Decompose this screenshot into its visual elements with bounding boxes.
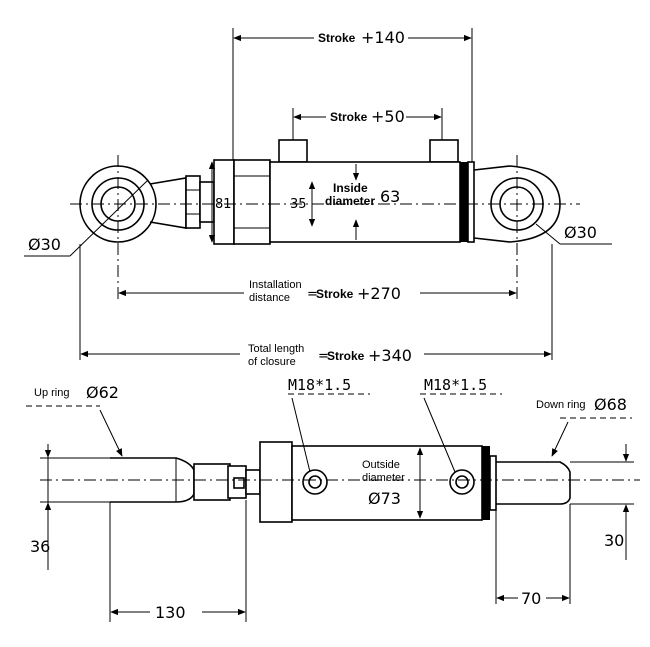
rear-end-band	[460, 162, 468, 242]
total-length-eq: =	[318, 349, 329, 364]
left-rod-nut	[185, 175, 201, 229]
port-boss-left	[278, 139, 308, 163]
dim-35-text: 35	[290, 197, 307, 212]
rear-end-cap	[467, 161, 475, 243]
dim-130-text: 130	[155, 603, 186, 622]
right-eye-diameter: Ø30	[564, 223, 597, 242]
top-view: Stroke +140 Stroke +50	[24, 28, 612, 368]
inside-diameter-value: 63	[380, 187, 400, 206]
stroke-140-value: +140	[361, 28, 405, 47]
port-right-outer	[449, 469, 475, 495]
rear-band-bottom	[482, 446, 490, 520]
up-ring-value: Ø62	[86, 383, 119, 402]
right-eye-leader	[535, 223, 561, 245]
outside-diameter-line1: Outside	[362, 459, 400, 471]
cylinder-barrel	[269, 161, 461, 243]
stroke-50-label: Stroke	[330, 110, 368, 124]
dim-36-text: 36	[30, 537, 50, 556]
left-eye-diameter: Ø30	[28, 235, 61, 254]
cylinder-gland	[233, 159, 271, 245]
port-left-leader	[291, 397, 311, 473]
bottom-view: Up ring Ø62 Down ring Ø68 36	[26, 376, 640, 622]
total-length-line2: of closure	[248, 356, 296, 368]
installation-value: +270	[357, 284, 401, 303]
port-right-thread: M18*1.5	[424, 376, 487, 394]
head-block-bottom	[259, 441, 293, 523]
dim-81-text: 81	[215, 197, 232, 212]
rod-connector	[193, 463, 231, 501]
up-ring-label: Up ring	[34, 387, 69, 399]
up-ring-leader	[99, 409, 123, 457]
port-left-outer	[302, 469, 328, 495]
down-ring-label: Down ring	[536, 399, 586, 411]
outside-diameter-value: Ø73	[368, 489, 401, 508]
stroke-50-value: +50	[371, 107, 405, 126]
rod-nut-face	[233, 477, 245, 489]
port-boss-right	[429, 139, 459, 163]
down-ring-leader	[551, 421, 569, 457]
port-left-thread: M18*1.5	[288, 376, 351, 394]
installation-eq: =	[307, 287, 318, 302]
port-right-inner	[455, 475, 469, 489]
port-left-inner	[308, 475, 322, 489]
dim-70-text: 70	[521, 589, 541, 608]
inside-diameter-line2: diameter	[325, 194, 375, 208]
inside-diameter-line1: Inside	[333, 181, 368, 195]
port-right-leader	[423, 397, 456, 473]
total-length-line1: Total length	[248, 343, 304, 355]
down-ring-value: Ø68	[594, 395, 627, 414]
rod-stub-bottom	[245, 469, 261, 495]
right-rod-end	[496, 461, 571, 505]
stroke-140-label: Stroke	[318, 31, 356, 45]
installation-line1: Installation	[249, 279, 302, 291]
installation-label: Stroke	[316, 287, 354, 301]
left-eye-leader	[69, 179, 149, 257]
outside-diameter-line2: diameter	[362, 472, 405, 484]
dim-30-text: 30	[604, 531, 624, 550]
installation-line2: distance	[249, 292, 290, 304]
rear-cap-bottom	[489, 455, 497, 511]
total-length-label: Stroke	[327, 349, 365, 363]
total-length-value: +340	[368, 346, 412, 365]
